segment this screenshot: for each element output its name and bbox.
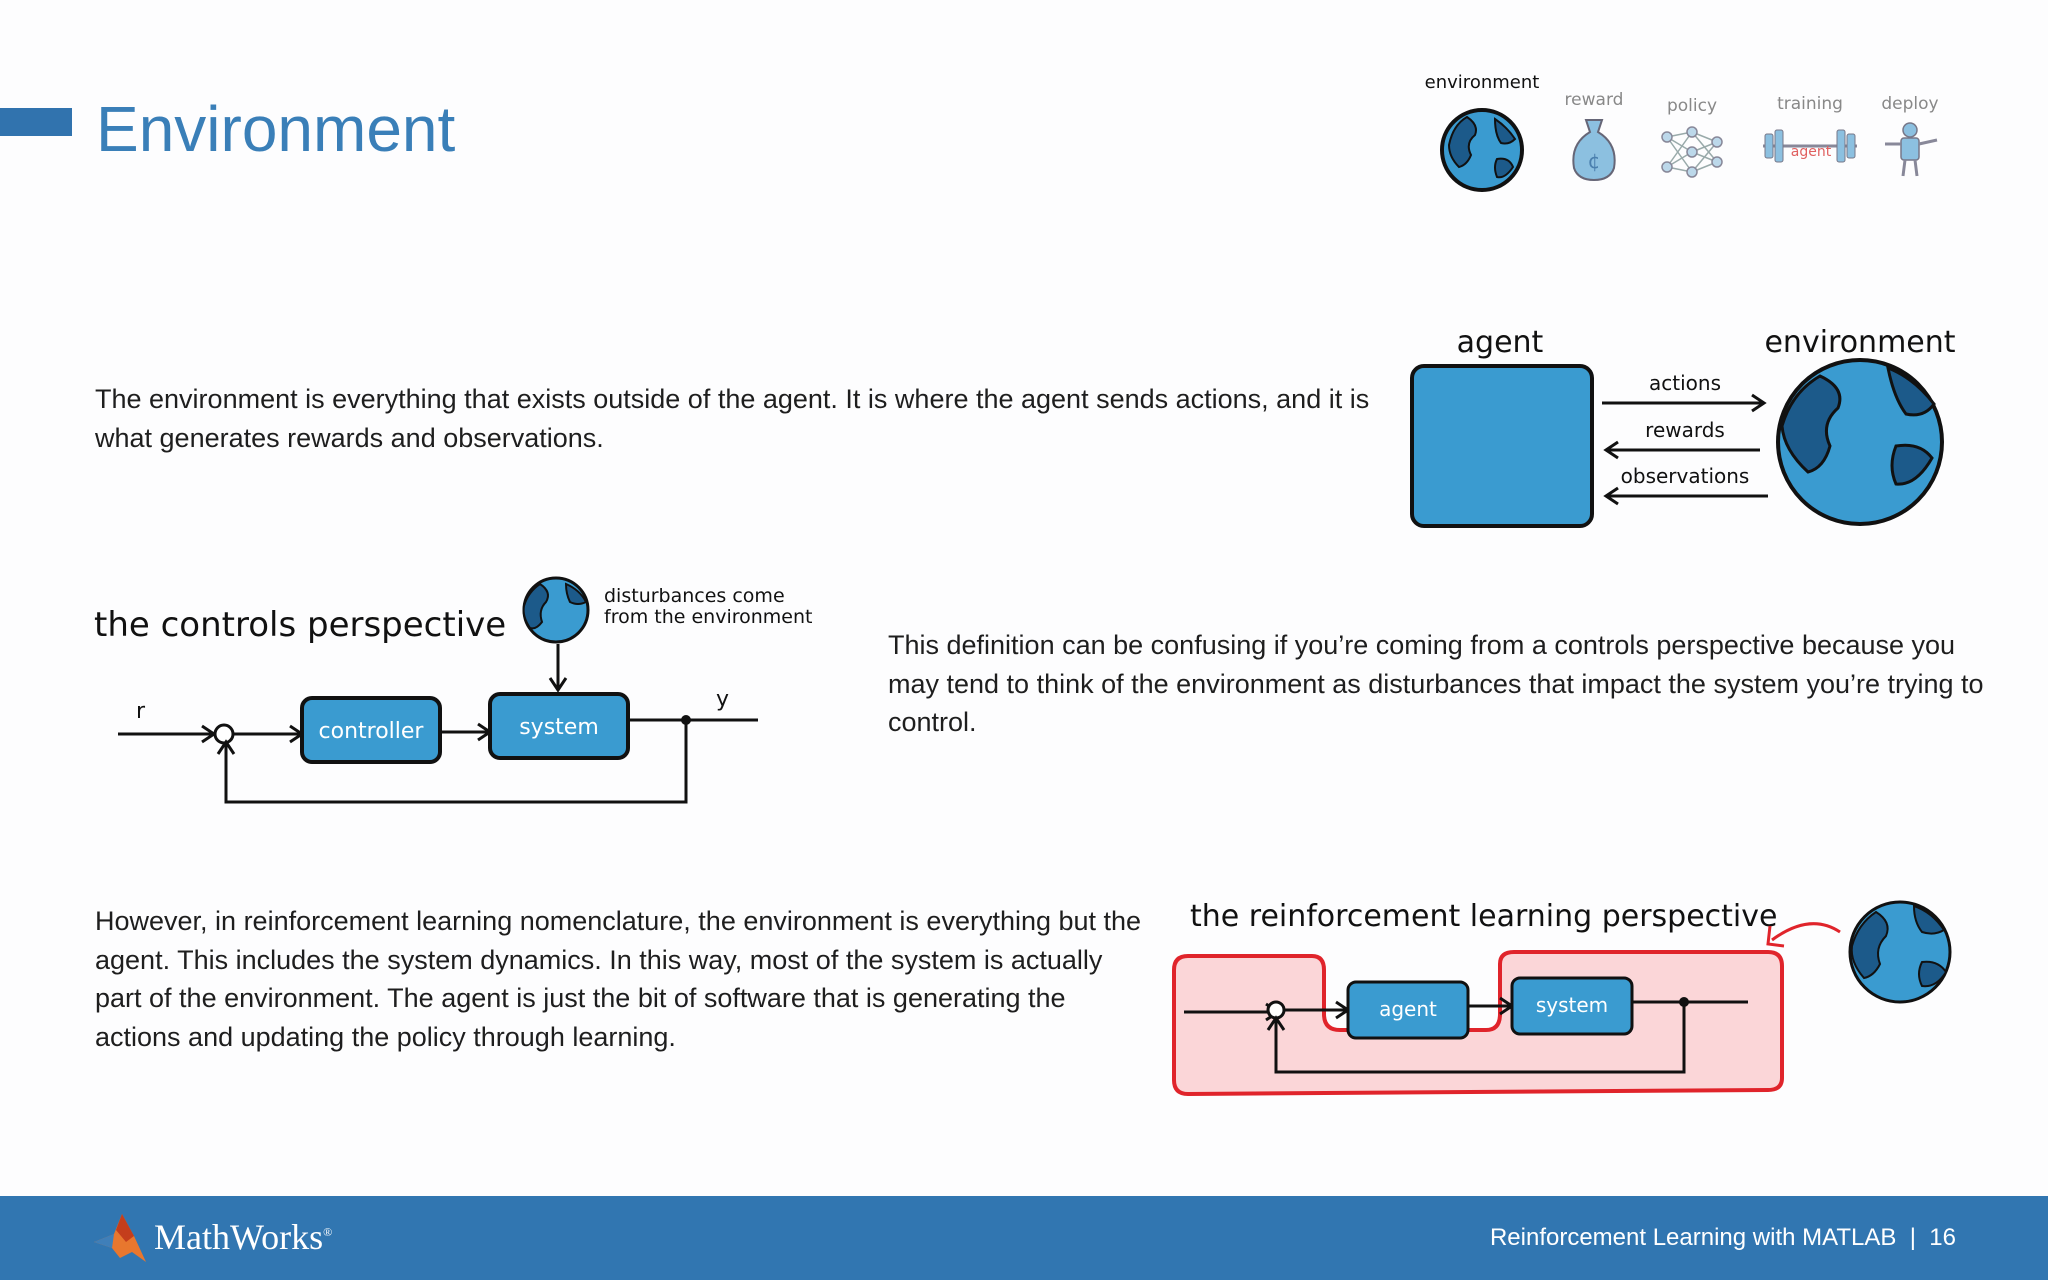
rl-text: However, in reinforcement learning nomen… xyxy=(95,906,1142,1052)
mathworks-logo-icon xyxy=(94,1214,146,1262)
observations-arrow: observations xyxy=(1603,464,1768,506)
footer: MathWorks® Reinforcement Learning with M… xyxy=(0,1196,2048,1280)
rewards-label: rewards xyxy=(1645,418,1725,442)
nav-item-deploy[interactable]: deploy xyxy=(1874,94,1946,185)
nav-label: deploy xyxy=(1881,94,1939,114)
barbell-icon: agent xyxy=(1763,129,1857,163)
money-bag-icon: ¢ xyxy=(1572,119,1616,182)
observations-label: observations xyxy=(1621,464,1750,488)
nav-label: environment xyxy=(1424,72,1540,93)
nav-item-training[interactable]: training agent xyxy=(1752,94,1868,179)
disturbance-note: disturbances come from the environment xyxy=(604,585,812,628)
actions-arrow: actions xyxy=(1602,371,1767,413)
footer-brand[interactable]: MathWorks® xyxy=(154,1217,333,1257)
rl-heading: the reinforcement learning perspective xyxy=(1190,899,1777,934)
nav-item-environment[interactable]: environment xyxy=(1416,72,1548,200)
system-label: system xyxy=(519,715,599,740)
agent-environment-diagram: agent environment actions rewards observ… xyxy=(1410,325,1956,528)
svg-text:¢: ¢ xyxy=(1588,149,1601,173)
separator: | xyxy=(1903,1224,1923,1251)
output-label: y xyxy=(716,687,729,712)
page-title: Environment xyxy=(96,93,456,165)
page-number: 16 xyxy=(1929,1224,1956,1251)
agent-block xyxy=(1346,980,1470,1040)
nav-item-reward[interactable]: reward ¢ xyxy=(1556,90,1632,189)
title-accent-bar xyxy=(0,108,72,136)
controls-heading: the controls perspective xyxy=(94,605,506,645)
pointer-arrow xyxy=(1771,922,1841,942)
controls-text: This definition can be confusing if you’… xyxy=(888,630,1984,737)
neural-network-icon xyxy=(1661,126,1723,178)
agent-box xyxy=(1410,364,1594,528)
controller-block xyxy=(300,696,442,764)
system-block xyxy=(488,692,630,760)
training-badge: agent xyxy=(1791,144,1832,160)
course-title: Reinforcement Learning with MATLAB xyxy=(1489,1224,1897,1251)
agent-label: agent xyxy=(1457,325,1544,360)
rl-diagram: the reinforcement learning perspective a… xyxy=(1172,899,1952,1097)
nav-label: training xyxy=(1777,94,1843,114)
controller-label: controller xyxy=(319,719,425,744)
nav-item-policy[interactable]: policy xyxy=(1654,96,1730,187)
nav-label: policy xyxy=(1666,96,1718,116)
earth-icon xyxy=(1776,358,1944,526)
environment-label: environment xyxy=(1764,325,1955,360)
robot-icon xyxy=(1885,122,1938,177)
nav-label: reward xyxy=(1564,90,1624,110)
system-label: system xyxy=(1536,993,1608,1017)
agent-label: agent xyxy=(1379,997,1437,1021)
footer-course-info: Reinforcement Learning with MATLAB | 16 xyxy=(1490,1224,1956,1252)
rewards-arrow: rewards xyxy=(1603,418,1760,460)
earth-icon xyxy=(522,576,590,644)
summing-junction xyxy=(213,723,235,745)
actions-label: actions xyxy=(1649,371,1721,395)
system-block xyxy=(1510,976,1634,1036)
input-label: r xyxy=(136,699,146,724)
earth-icon xyxy=(1848,900,1952,1004)
intro-text: The environment is everything that exist… xyxy=(95,384,1370,453)
controls-diagram: the controls perspective disturbances co… xyxy=(94,576,812,804)
earth-icon xyxy=(1440,108,1524,192)
